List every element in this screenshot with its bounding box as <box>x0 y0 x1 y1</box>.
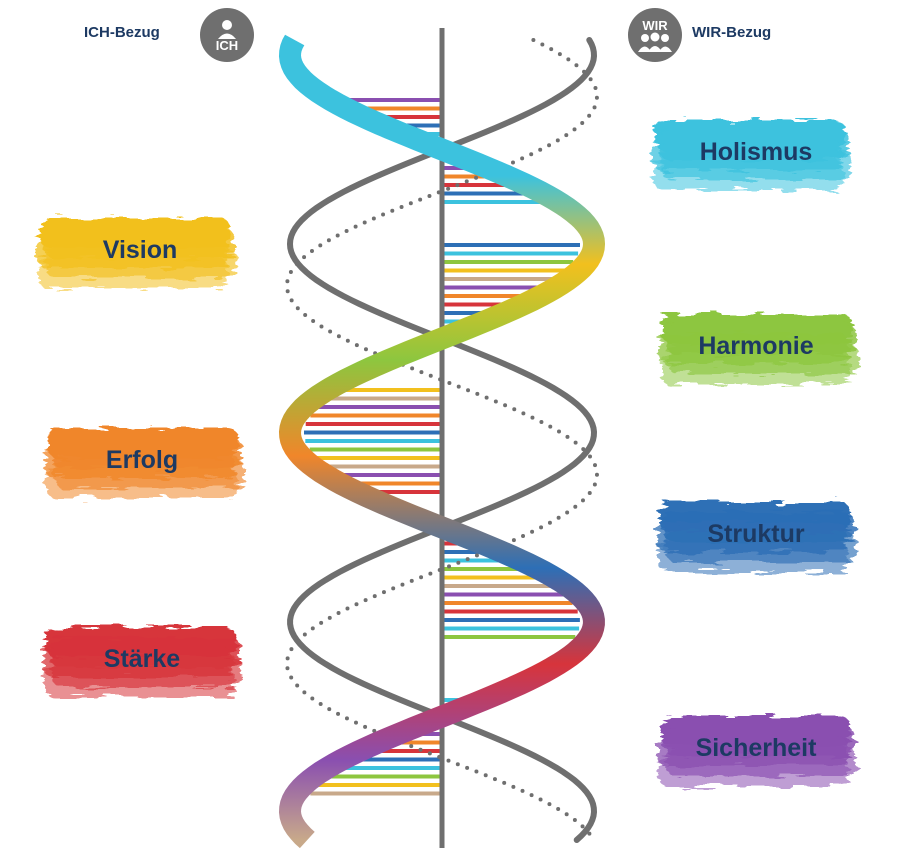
brush-stroke-vision <box>37 218 236 288</box>
value-holismus: Holismus <box>699 138 813 166</box>
ich-badge: ICH <box>200 8 254 62</box>
brush-stroke-sicherheit <box>657 716 856 786</box>
value-harmonie: Harmonie <box>698 332 814 360</box>
wir-badge: WIR <box>628 8 682 62</box>
value-sicherheit: Sicherheit <box>695 734 817 762</box>
value-erfolg: Erfolg <box>105 446 179 474</box>
gray-strand <box>286 37 598 843</box>
brush-stroke-band <box>653 160 843 190</box>
brush-stroke-holismus <box>652 120 851 190</box>
brush-stroke-band <box>658 756 848 786</box>
brush-stroke-band <box>658 542 848 572</box>
brush-stroke-struktur <box>657 502 856 572</box>
wir-badge-text: WIR <box>642 17 668 33</box>
color-strand <box>278 34 606 849</box>
person-icon <box>218 19 236 39</box>
brush-stroke-band <box>46 468 236 498</box>
brush-stroke-erfolg <box>45 428 244 498</box>
brush-stroke-harmonie <box>659 314 858 384</box>
value-vision: Vision <box>102 236 178 264</box>
wir-bezug-label: WIR-Bezug <box>692 24 772 41</box>
group-icon <box>638 32 672 52</box>
value-struktur: Struktur <box>707 520 805 548</box>
value-staerke: Stärke <box>103 645 181 673</box>
brush-stroke-band <box>44 667 234 697</box>
brush-stroke-stärke <box>43 627 242 697</box>
ich-badge-text: ICH <box>215 37 239 53</box>
brush-stroke-band <box>660 354 850 384</box>
ich-bezug-label: ICH-Bezug <box>84 24 160 41</box>
brush-stroke-band <box>38 258 228 288</box>
